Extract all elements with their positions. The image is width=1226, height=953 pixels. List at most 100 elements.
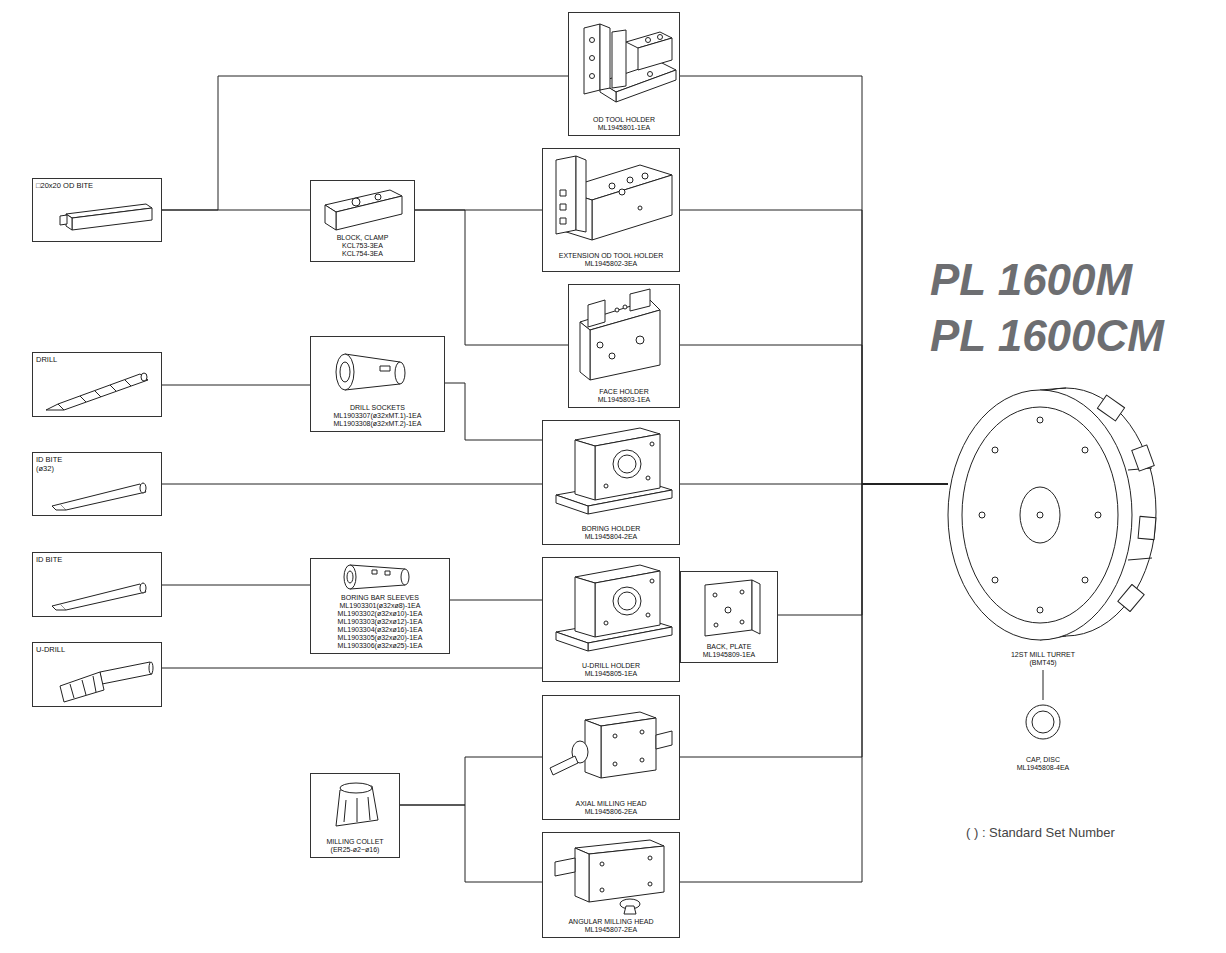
mill-turret-drawing <box>1082 577 1088 583</box>
back-plate-drawing <box>740 590 744 594</box>
u-drill-drawing <box>70 676 96 698</box>
part-box: ID BITE <box>32 552 162 617</box>
part-number: ML1903302(ø32xø10)-1EA <box>338 610 423 618</box>
part-number: ML1945803-1EA <box>598 396 651 404</box>
od-tool-holder-drawing <box>584 24 600 94</box>
id-bite-drawing <box>60 584 146 610</box>
part-number: KCL754-3EA <box>342 250 383 258</box>
angular-milling-head-drawing <box>624 906 636 914</box>
part-number: ML1903303(ø32xø12)-1EA <box>338 618 423 626</box>
connector-line <box>400 805 542 882</box>
mill-turret-drawing <box>948 388 1156 640</box>
part-box: EXTENSION OD TOOL HOLDERML1945802-3EA <box>542 148 680 272</box>
connector-line <box>162 76 568 210</box>
u-drill-drawing <box>60 662 153 702</box>
model-title: PL 1600M <box>930 256 1132 304</box>
block-clamp-drawing <box>336 196 402 230</box>
axial-milling-head-drawing <box>640 758 644 762</box>
drill-socket-drawing <box>395 362 405 384</box>
part-box: ANGULAR MILLING HEADML1945807-2EA <box>542 832 680 938</box>
connector-line <box>450 600 542 601</box>
connector-line <box>680 345 948 484</box>
extension-holder-drawing <box>638 206 642 210</box>
back-plate-drawing <box>713 593 717 597</box>
od-tool-holder-drawing <box>638 38 672 70</box>
angular-milling-head-drawing <box>555 858 575 876</box>
part-name: CAP, DISC <box>1026 756 1060 764</box>
part-number: KCL753-3EA <box>342 242 383 250</box>
part-name: U-DRILL HOLDER <box>582 662 640 670</box>
boring-holder-drawing <box>646 476 650 480</box>
part-number: (ø32) <box>36 464 54 473</box>
mill-turret-drawing <box>1095 512 1101 518</box>
id-bite-32-drawing <box>52 504 66 510</box>
part-number: (BMT45) <box>1029 659 1056 667</box>
face-holder-drawing <box>630 289 650 311</box>
part-number: ML1903306(ø32xø25)-1EA <box>338 642 423 650</box>
part-name: 12ST MILL TURRET <box>1011 651 1075 659</box>
connector-line <box>415 210 568 345</box>
connector-line <box>162 210 310 211</box>
part-box: BORING HOLDERML1945804-2EA <box>542 420 680 545</box>
od-tool-holder-drawing <box>648 72 653 77</box>
part-number: (ER25-ø2~ø16) <box>331 846 380 854</box>
u-drill-holder-drawing <box>575 577 595 637</box>
part-number: ML1945804-2EA <box>585 533 638 541</box>
face-holder-drawing <box>588 300 605 327</box>
drill-drawing <box>46 373 148 410</box>
face-holder-drawing <box>615 308 619 312</box>
id-bite-32-drawing <box>60 484 146 510</box>
mill-turret-drawing <box>979 512 985 518</box>
face-holder-drawing <box>636 336 644 344</box>
back-plate-drawing <box>705 580 760 636</box>
part-name: BACK, PLATE <box>707 643 752 651</box>
part-box: BLOCK, CLAMPKCL753-3EAKCL754-3EA <box>310 180 415 262</box>
angular-milling-head-drawing <box>600 862 604 866</box>
connector-line <box>162 585 310 586</box>
part-box: □20x20 OD BITE <box>32 178 162 242</box>
part-name: ID BITE <box>36 555 62 564</box>
part-name: DRILL <box>36 355 57 364</box>
angular-milling-head-drawing <box>600 888 604 892</box>
drill-socket-drawing <box>336 354 354 390</box>
part-box: DRILL <box>32 352 162 417</box>
od-bite-drawing <box>60 215 67 225</box>
mill-turret-drawing <box>992 577 998 583</box>
od-tool-holder-drawing <box>658 35 663 40</box>
extension-holder-drawing <box>642 173 648 179</box>
u-drill-drawing <box>60 672 104 702</box>
part-number: ML1945808-4EA <box>1017 764 1070 772</box>
cap-disc-drawing <box>1032 711 1054 733</box>
part-box: U-DRILL <box>32 642 162 707</box>
od-tool-holder-drawing <box>590 38 595 43</box>
boring-holder-drawing <box>556 428 672 514</box>
part-name: OD TOOL HOLDER <box>593 116 655 124</box>
part-name: □20x20 OD BITE <box>36 181 93 190</box>
angular-milling-head-drawing <box>575 848 589 902</box>
block-clamp-drawing <box>375 194 381 200</box>
milling-collet-drawing <box>336 783 378 826</box>
connector-line <box>162 484 542 485</box>
part-box: BORING BAR SLEEVESML1903301(ø32xø8)-1EAM… <box>310 558 450 654</box>
extension-holder-drawing <box>619 189 625 195</box>
drill-socket-drawing <box>340 362 350 382</box>
mill-turret-drawing <box>962 407 1118 623</box>
connector-line <box>680 76 948 484</box>
extension-holder-drawing <box>592 175 672 240</box>
od-bite-drawing <box>72 208 152 230</box>
part-box: OD TOOL HOLDERML1945801-1EA <box>568 12 680 136</box>
boring-holder-drawing <box>613 450 641 478</box>
part-name: BORING HOLDER <box>582 525 641 533</box>
od-bite-drawing <box>60 204 152 230</box>
drill-drawing <box>58 374 148 410</box>
angular-milling-head-drawing <box>648 856 652 860</box>
u-drill-holder-drawing <box>595 571 660 637</box>
drill-drawing <box>46 404 64 410</box>
drill-socket-drawing <box>380 366 390 371</box>
part-number: ML1945809-1EA <box>703 651 756 659</box>
boring-sleeve-drawing <box>385 571 390 575</box>
face-holder-drawing <box>580 289 660 380</box>
part-box: MILLING COLLET(ER25-ø2~ø16) <box>310 773 400 858</box>
boring-sleeve-drawing <box>372 570 377 574</box>
back-plate-drawing <box>714 623 718 627</box>
